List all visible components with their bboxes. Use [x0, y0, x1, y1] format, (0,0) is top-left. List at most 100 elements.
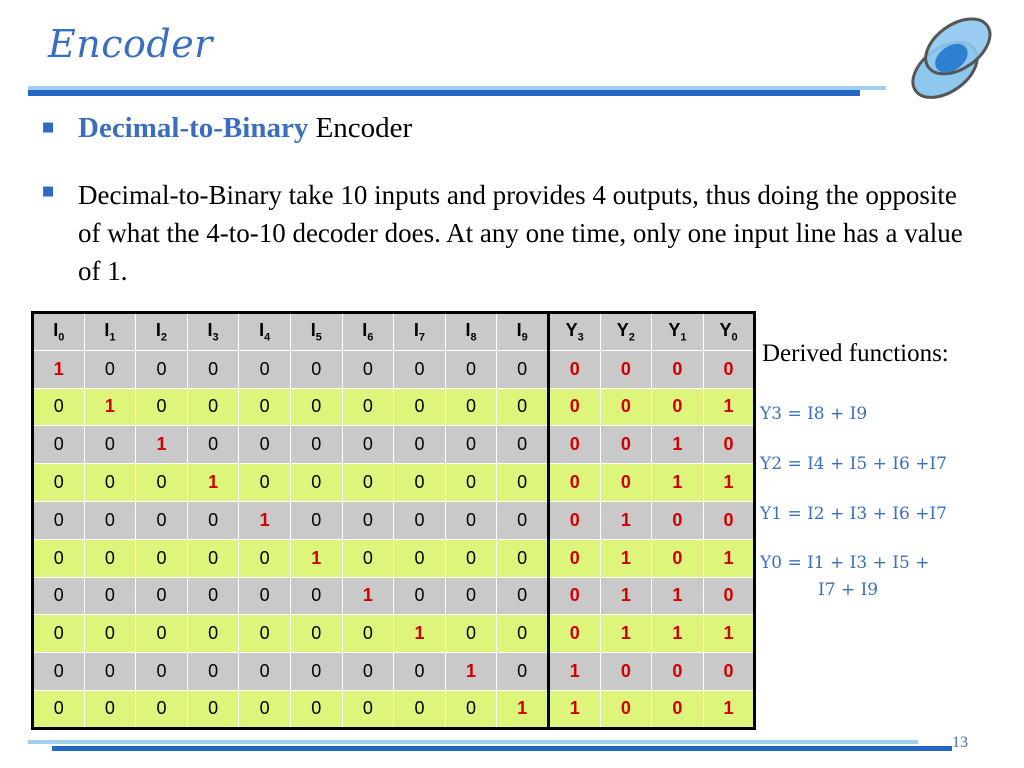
footer-divider-light [28, 740, 918, 744]
table-cell: 0 [289, 614, 343, 654]
table-cell: 0 [651, 689, 704, 729]
column-header-subscript: 3 [212, 331, 219, 344]
column-header-base: I [53, 320, 59, 341]
table-cell: 0 [393, 387, 446, 427]
column-header-base: I [413, 320, 419, 341]
table-cell: 1 [599, 500, 653, 540]
table-cell: 1 [32, 349, 85, 389]
table-cell: 0 [186, 689, 240, 729]
table-cell: 0 [393, 349, 446, 389]
table-cell: 1 [599, 576, 653, 616]
table-cell: 0 [32, 387, 85, 427]
table-cell: 0 [444, 538, 498, 578]
column-header-base: Y [616, 320, 629, 341]
table-cell: 1 [702, 538, 756, 578]
table-cell: 0 [341, 689, 395, 729]
table-cell: 0 [496, 652, 550, 691]
function-y0-continued: I7 + I9 [818, 580, 879, 600]
bullet-heading-rest: Encoder [308, 112, 413, 144]
table-cell: 0 [393, 500, 446, 540]
table-cell: 0 [186, 576, 240, 616]
table-cell: 0 [289, 500, 343, 540]
table-cell: 1 [547, 689, 601, 729]
table-cell: 1 [651, 463, 704, 502]
table-cell: 0 [702, 500, 756, 540]
table-cell: 0 [547, 614, 601, 654]
column-header-subscript: 3 [577, 331, 584, 344]
table-cell: 0 [341, 500, 395, 540]
table-cell: 0 [135, 689, 188, 729]
table-cell: 0 [32, 463, 85, 502]
table-cell: 0 [289, 652, 343, 691]
table-cell: 0 [135, 576, 188, 616]
column-header: I6 [341, 312, 395, 351]
table-cell: 0 [599, 652, 653, 691]
table-cell: 0 [186, 349, 240, 389]
table-cell: 1 [599, 614, 653, 654]
table-cell: 0 [341, 538, 395, 578]
table-cell: 0 [547, 576, 601, 616]
column-header-subscript: 8 [470, 331, 477, 344]
column-header-base: Y [565, 320, 578, 341]
table-cell: 0 [135, 387, 188, 427]
column-header-base: I [310, 320, 316, 341]
overlapping-circles-logo-icon [911, 17, 992, 99]
column-header-subscript: 9 [521, 331, 528, 344]
table-cell: 0 [341, 425, 395, 465]
bullet-paragraph: Decimal-to-Binary take 10 inputs and pro… [78, 180, 963, 286]
column-header: I9 [496, 312, 550, 351]
table-cell: 0 [599, 349, 653, 389]
table-cell: 0 [702, 349, 756, 389]
table-cell: 0 [289, 689, 343, 729]
page-number: 13 [952, 734, 968, 751]
table-cell: 0 [599, 689, 653, 729]
table-cell: 0 [238, 463, 291, 502]
table-cell: 0 [32, 576, 85, 616]
table-cell: 0 [289, 463, 343, 502]
column-header: Y3 [547, 312, 601, 351]
table-cell: 1 [651, 425, 704, 465]
column-header: I8 [444, 312, 498, 351]
column-header-subscript: 2 [628, 331, 635, 344]
table-cell: 0 [496, 614, 550, 654]
table-cell: 0 [702, 576, 756, 616]
table-cell: 0 [547, 387, 601, 427]
table-cell: 0 [547, 425, 601, 465]
table-cell: 0 [651, 500, 704, 540]
table-cell: 0 [444, 425, 498, 465]
table-cell: 0 [83, 538, 137, 578]
table-cell: 0 [83, 576, 137, 616]
bullet-marker: ■ [42, 120, 55, 135]
table-cell: 0 [289, 425, 343, 465]
table-cell: 0 [393, 652, 446, 691]
table-cell: 0 [83, 463, 137, 502]
table-cell: 1 [444, 652, 498, 691]
table-cell: 0 [32, 614, 85, 654]
table-cell: 1 [702, 463, 756, 502]
table-cell: 0 [238, 387, 291, 427]
table-cell: 1 [341, 576, 395, 616]
function-y3: Y3 = I8 + I9 [760, 404, 868, 424]
table-cell: 0 [496, 387, 550, 427]
footer-divider [52, 746, 952, 751]
table-cell: 0 [702, 652, 756, 691]
table-cell: 0 [83, 425, 137, 465]
table-cell: 0 [83, 652, 137, 691]
table-cell: 0 [186, 652, 240, 691]
function-y2: Y2 = I4 + I5 + I6 +I7 [760, 454, 947, 474]
column-header-base: I [207, 320, 213, 341]
table-cell: 0 [496, 463, 550, 502]
table-cell: 0 [289, 576, 343, 616]
column-header: Y1 [651, 312, 704, 351]
table-cell: 0 [444, 689, 498, 729]
table-cell: 0 [83, 689, 137, 729]
column-header: I0 [32, 312, 85, 351]
table-cell: 0 [289, 349, 343, 389]
table-cell: 1 [83, 387, 137, 427]
table-cell: 0 [83, 500, 137, 540]
column-header: Y0 [702, 312, 756, 351]
table-cell: 0 [341, 387, 395, 427]
